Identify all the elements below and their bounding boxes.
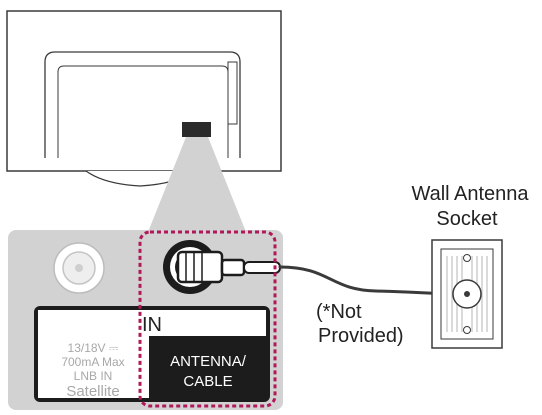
tv-terminal-area bbox=[182, 122, 211, 137]
zoom-callout bbox=[148, 137, 246, 232]
cable-note-line1: (*Not bbox=[316, 301, 362, 323]
tv-rear-view bbox=[6, 10, 282, 187]
satellite-voltage-text: 13/18V ⎓ bbox=[68, 341, 119, 355]
socket-port-pin bbox=[464, 291, 470, 297]
cable-note-line2: Provided) bbox=[318, 325, 404, 347]
antenna-highlight-box bbox=[138, 230, 277, 408]
coax-plug-neck bbox=[220, 258, 246, 277]
in-label: IN bbox=[142, 314, 162, 336]
terminal-panel: IN 13/18V ⎓ 700mA Max LNB IN Satellite A… bbox=[8, 230, 283, 410]
wall-socket-label-line1: Wall Antenna bbox=[411, 183, 529, 205]
tv-side-slot bbox=[227, 61, 238, 125]
coax-plug-body bbox=[176, 250, 224, 284]
socket-screw-bottom bbox=[463, 326, 471, 334]
wall-antenna-socket bbox=[431, 239, 503, 349]
socket-screw-top bbox=[463, 254, 471, 262]
satellite-label-box bbox=[38, 336, 149, 398]
antenna-label-line1: ANTENNA/ bbox=[170, 353, 247, 370]
wall-socket-label-line2: Socket bbox=[436, 208, 498, 230]
in-label-box bbox=[38, 310, 266, 336]
satellite-current-text: 700mA Max bbox=[61, 355, 124, 369]
satellite-label: Satellite bbox=[66, 383, 119, 400]
tv-back-cover bbox=[44, 51, 241, 158]
antenna-label-line2: CABLE bbox=[183, 373, 232, 390]
satellite-port-pin bbox=[75, 264, 83, 272]
satellite-lnb-text: LNB IN bbox=[74, 369, 113, 383]
